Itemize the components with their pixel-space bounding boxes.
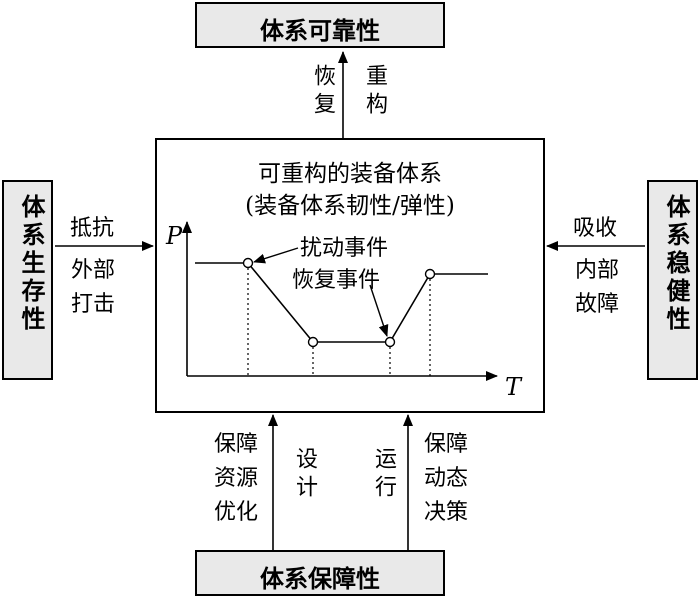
- point-bottom-start: [307, 336, 319, 348]
- resist-label: 抵抗: [70, 216, 115, 241]
- design-label: 设计: [292, 447, 317, 503]
- system-supportability-label: 体系保障性: [260, 564, 380, 593]
- system-survivability-box: 体系生存性: [2, 180, 53, 380]
- bottom-col4-line1: 保障: [423, 432, 468, 457]
- bottom-col1-line3: 优化: [213, 500, 258, 525]
- recovery-pointer: [369, 284, 389, 337]
- point-recovered: [424, 268, 436, 280]
- point-disturbance: [242, 257, 254, 269]
- x-axis-label: T: [505, 373, 522, 401]
- center-title-line1: 可重构的装备体系: [258, 161, 442, 187]
- recovery-event-label: 恢复事件: [292, 268, 381, 293]
- external-attack-label: 外部 打击: [68, 254, 118, 322]
- bottom-col1-line2: 资源: [213, 466, 258, 491]
- support-dynamic-decision-label: 保障 动态 决策: [420, 428, 472, 530]
- bottom-col1-line1: 保障: [213, 432, 258, 457]
- operation-label: 运行: [371, 447, 396, 503]
- performance-curve: [195, 262, 488, 343]
- system-survivability-label: 体系生存性: [17, 194, 46, 334]
- external-attack-line2: 打击: [70, 292, 115, 317]
- bottom-col4-line2: 动态: [423, 466, 468, 491]
- center-title-line2: (装备体系韧性/弹性): [245, 193, 455, 219]
- internal-fault-label: 内部 故障: [572, 254, 622, 322]
- internal-fault-line1: 内部: [574, 258, 619, 283]
- system-reliability-label: 体系可靠性: [260, 16, 380, 45]
- system-robustness-box: 体系稳健性: [647, 180, 698, 380]
- system-supportability-box: 体系保障性: [195, 550, 445, 596]
- system-reliability-box: 体系可靠性: [195, 2, 445, 48]
- point-recovery: [384, 336, 396, 348]
- external-attack-line1: 外部: [70, 258, 115, 283]
- disturbance-pointer: [253, 247, 299, 264]
- y-axis-label: P: [166, 222, 183, 250]
- absorb-label: 吸收: [573, 216, 618, 241]
- reconfigurable-system-box: [155, 138, 545, 413]
- reconfigure-label: 重构: [362, 64, 387, 120]
- recover-label: 恢复: [310, 64, 335, 120]
- support-resource-optimization-label: 保障 资源 优化: [210, 428, 262, 530]
- internal-fault-line2: 故障: [574, 292, 619, 317]
- disturbance-event-label: 扰动事件: [300, 236, 389, 261]
- system-robustness-label: 体系稳健性: [662, 194, 691, 334]
- bottom-col4-line3: 决策: [423, 500, 468, 525]
